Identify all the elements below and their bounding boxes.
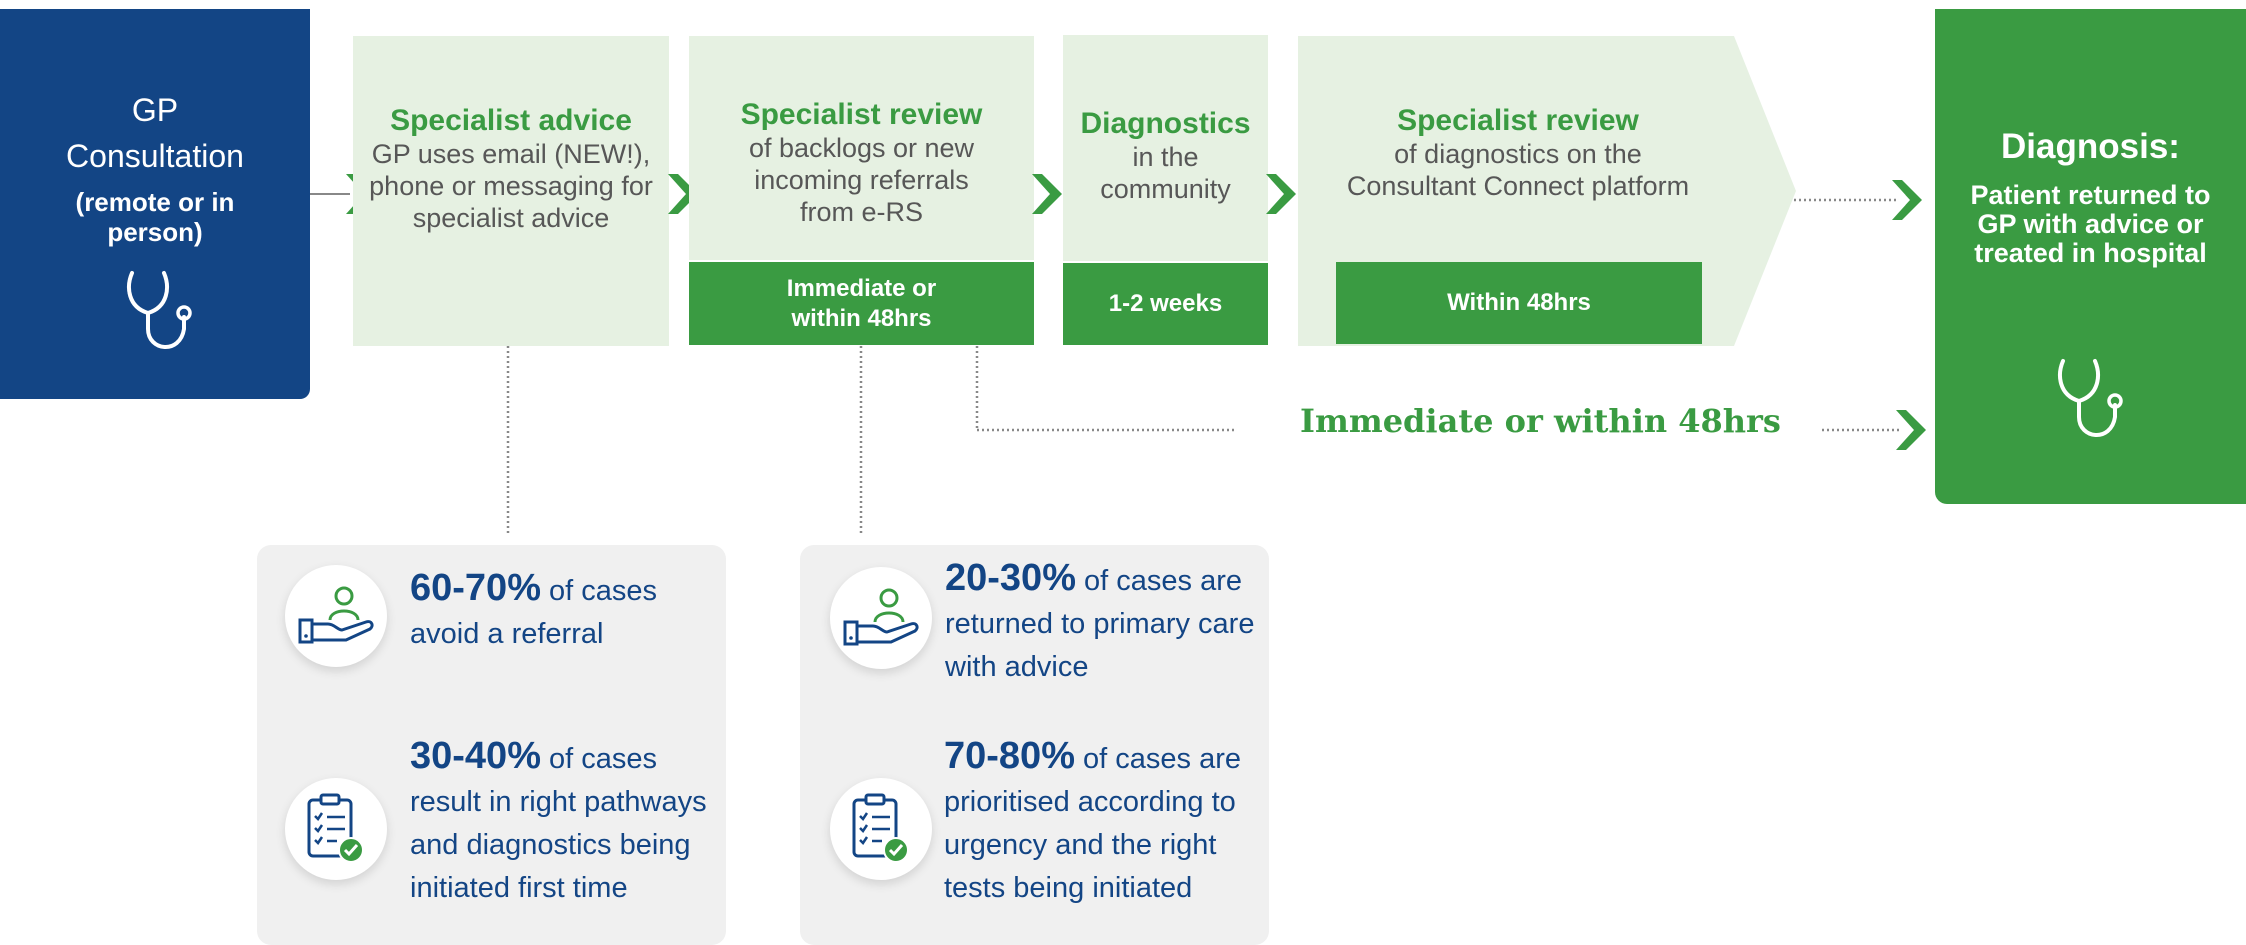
stethoscope-icon [2058,359,2123,437]
diagnosis-text: Patient returned to GP with advice or tr… [1970,180,2211,268]
immediate-label: Immediate or within 48hrs [1300,402,1781,440]
stat-percentage: 70-80% [944,735,1075,777]
diagnosis-title: Diagnosis: [2001,127,2180,166]
stat-percentage: 20-30% [945,557,1076,599]
stage-specialist-advice: Specialist advice GP uses email (NEW!), … [353,36,669,346]
stat-item: 60-70% of cases avoid a referral [410,567,720,656]
diagnosis-box: Diagnosis: Patient returned to GP with a… [1935,9,2246,504]
gp-subtitle: (remote or in person) [75,187,235,247]
dotted-connector [1794,180,1922,220]
stat-percentage: 30-40% [410,735,541,777]
timing-bar: Immediate or within 48hrs [689,262,1034,345]
hand-person-icon [843,588,919,646]
stage-title: Diagnostics [1080,107,1251,140]
stat-description: of cases are returned to primary care wi… [945,565,1255,683]
timing-bar: 1-2 weeks [1063,263,1268,345]
stage-title: Specialist advice [390,104,632,137]
stat-item: 30-40% of cases result in right pathways… [410,735,720,910]
timing-bar: Within 48hrs [1336,262,1702,344]
stage-title: Specialist review [1397,104,1639,137]
stage-description: of diagnostics on the Consultant Connect… [1346,139,1690,201]
stat-icon-circle [285,565,387,667]
stethoscope-icon [127,271,192,349]
stage-diagnostics: Diagnostics in the community [1063,35,1268,261]
gp-title: GP Consultation [66,92,244,174]
stat-description: of cases are prioritised according to ur… [944,743,1242,904]
stage-description: of backlogs or new incoming referrals fr… [748,133,975,227]
chevron-right-icon [1266,174,1296,214]
stage-description: in the community [1100,142,1231,204]
stat-description: of cases avoid a referral [410,575,658,650]
stat-item: 70-80% of cases are prioritised accordin… [944,735,1264,910]
stat-icon-circle [285,778,387,880]
chevron-right-icon [1032,174,1062,214]
stat-percentage: 60-70% [410,567,541,609]
gp-consultation-box: GP Consultation (remote or in person) [0,9,310,399]
stat-icon-circle [830,778,932,880]
stats-panel-right: 20-30% of cases are returned to primary … [800,545,1269,945]
stat-description: of cases result in right pathways and di… [410,743,707,904]
clipboard-check-icon [307,793,364,863]
hand-person-icon [298,586,374,644]
stage-specialist-review-backlogs: Specialist review of backlogs or new inc… [689,36,1034,260]
stat-icon-circle [830,567,932,669]
clipboard-check-icon [852,793,909,863]
stat-item: 20-30% of cases are returned to primary … [945,557,1265,689]
stats-panel-left: 60-70% of cases avoid a referral 30-40% … [257,545,726,945]
stage-title: Specialist review [740,98,983,131]
stage-specialist-review-diagnostics: Specialist review of diagnostics on the … [1298,36,1738,260]
stage-description: GP uses email (NEW!), phone or messaging… [369,139,653,233]
